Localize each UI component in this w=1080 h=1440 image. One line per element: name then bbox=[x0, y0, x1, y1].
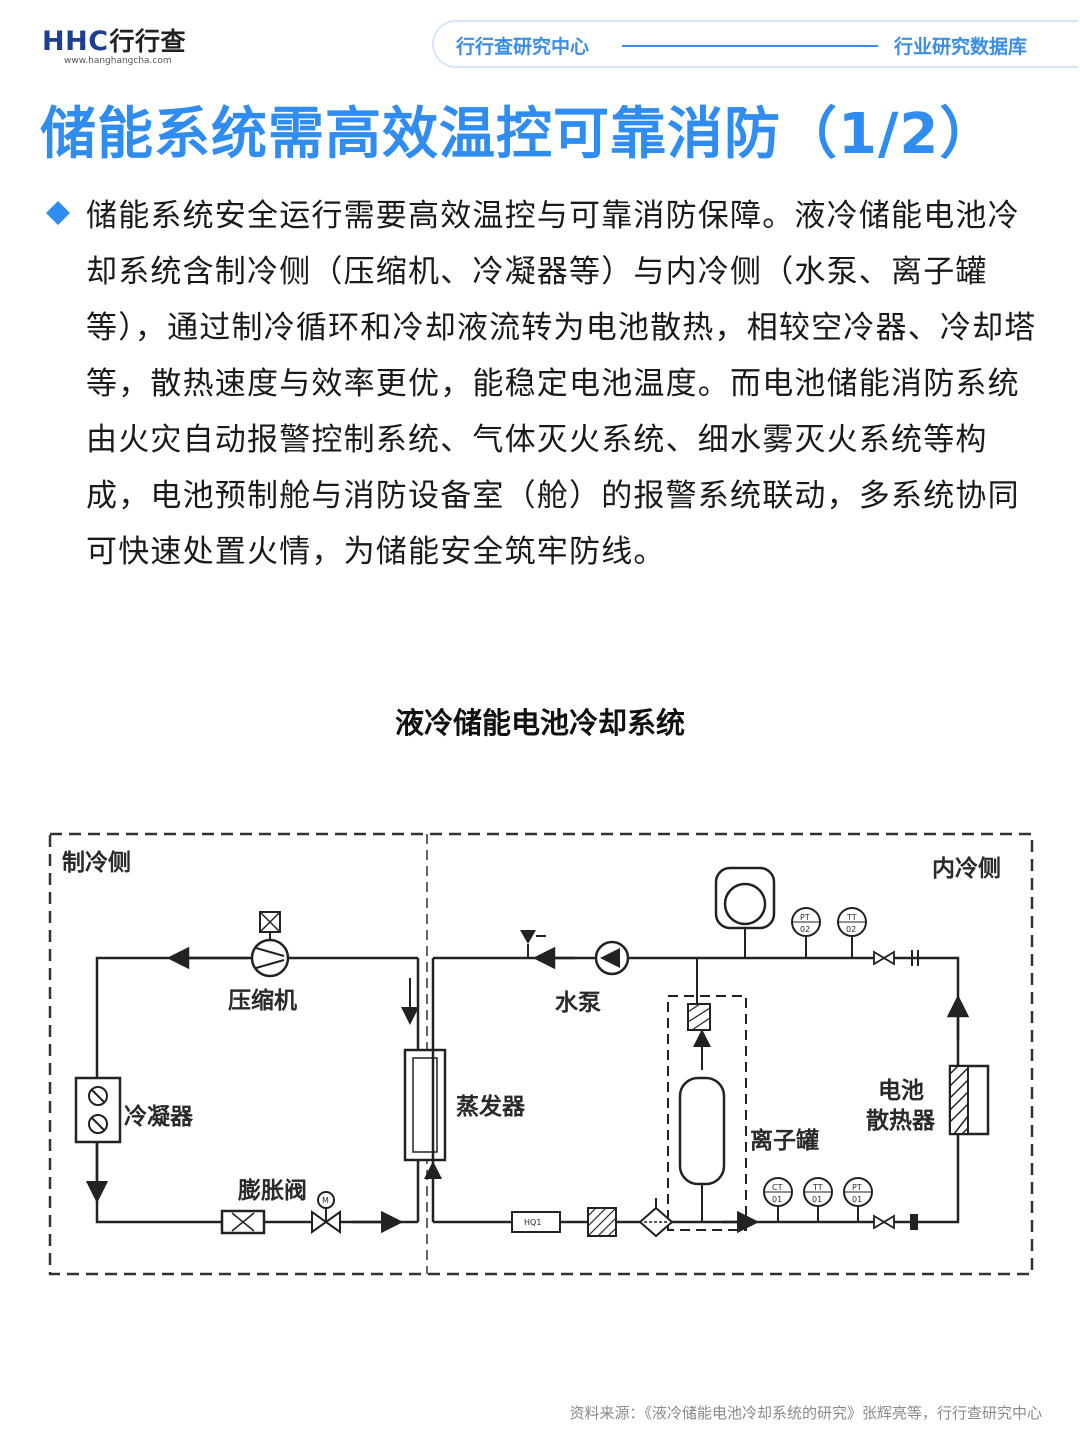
radiator-label: 散热器 bbox=[866, 1108, 936, 1134]
ball-valve-bottom-icon bbox=[873, 1214, 918, 1230]
svg-text:02: 02 bbox=[800, 925, 810, 934]
battery-radiator-icon bbox=[948, 1064, 990, 1136]
svg-text:HQ1: HQ1 bbox=[524, 1218, 541, 1227]
pill-divider-line bbox=[622, 45, 878, 47]
research-center-label: 行行查研究中心 bbox=[456, 36, 590, 58]
svg-text:02: 02 bbox=[846, 925, 856, 934]
heater-icon: HQ1 bbox=[511, 1211, 561, 1233]
pressure-transmitter-bottom-icon: PT 01 bbox=[843, 1177, 873, 1222]
svg-text:01: 01 bbox=[772, 1195, 782, 1204]
water-pump-label: 水泵 bbox=[555, 990, 601, 1016]
water-pump-icon bbox=[594, 940, 630, 976]
svg-text:TT: TT bbox=[846, 913, 857, 922]
ion-filter-icon bbox=[687, 1003, 711, 1031]
expansion-tank-icon bbox=[714, 866, 776, 958]
evaporator-label: 蒸发器 bbox=[456, 1093, 526, 1120]
battery-label: 电池 bbox=[878, 1078, 924, 1104]
svg-text:TT: TT bbox=[812, 1183, 823, 1192]
svg-text:M: M bbox=[322, 1196, 329, 1205]
logo-name: 行行查 bbox=[109, 27, 187, 56]
compressor-label: 压缩机 bbox=[228, 987, 297, 1014]
expansion-valve-label: 膨胀阀 bbox=[237, 1178, 307, 1204]
y-strainer-icon bbox=[638, 1198, 674, 1238]
inner-side-label: 内冷侧 bbox=[932, 855, 1001, 882]
refrigeration-side-label: 制冷侧 bbox=[62, 849, 131, 876]
conductivity-transmitter-icon: CT 01 bbox=[763, 1177, 793, 1222]
ion-tank-icon bbox=[678, 1076, 726, 1222]
svg-text:01: 01 bbox=[852, 1195, 862, 1204]
ion-tank-dashed-box bbox=[667, 995, 747, 1231]
header-pill: 行行查研究中心 行业研究数据库 bbox=[432, 20, 1078, 68]
temperature-transmitter-top-icon: TT 02 bbox=[837, 907, 867, 958]
logo-url: www.hanghangcha.com bbox=[64, 56, 172, 66]
ball-valve-top-icon bbox=[873, 950, 919, 966]
svg-text:PT: PT bbox=[852, 1183, 862, 1192]
evaporator-icon bbox=[403, 1048, 447, 1162]
svg-text:CT: CT bbox=[772, 1183, 783, 1192]
vent-valve-icon bbox=[520, 930, 546, 958]
condenser-label: 冷凝器 bbox=[124, 1103, 194, 1130]
body-paragraph: 储能系统安全运行需要高效温控与可靠消防保障。液冷储能电池冷却系统含制冷侧（压缩机… bbox=[86, 198, 1037, 570]
brand-logo: HHC行行查 www.hanghangcha.com bbox=[42, 26, 186, 66]
condenser-icon bbox=[74, 1076, 122, 1144]
pressure-transmitter-top-icon: PT 02 bbox=[791, 907, 821, 958]
outer-dashed-frame bbox=[48, 832, 1034, 1276]
page-title: 储能系统需高效温控可靠消防（1/2） bbox=[40, 102, 997, 167]
svg-text:01: 01 bbox=[812, 1195, 822, 1204]
source-note: 资料来源：《液冷储能电池冷却系统的研究》张辉亮等，行行查研究中心 bbox=[569, 1404, 1042, 1422]
compressor-icon bbox=[250, 911, 290, 978]
temperature-transmitter-bottom-icon: TT 01 bbox=[803, 1177, 833, 1222]
diamond-bullet-icon bbox=[46, 201, 70, 225]
cooling-system-diagram: 制冷侧 内冷侧 压缩机 冷凝器 M 膨胀阀 蒸发器 bbox=[48, 832, 1034, 1276]
svg-text:PT: PT bbox=[800, 913, 810, 922]
filter-icon bbox=[587, 1207, 617, 1237]
ion-tank-label: 离子罐 bbox=[750, 1127, 819, 1154]
diagram-title: 液冷储能电池冷却系统 bbox=[394, 706, 685, 740]
expansion-valve-icon: M bbox=[311, 1191, 341, 1234]
industry-database-label: 行业研究数据库 bbox=[894, 36, 1028, 58]
logo-wordmark: HHC行行查 bbox=[42, 26, 186, 58]
logo-mark: HHC bbox=[42, 26, 109, 57]
